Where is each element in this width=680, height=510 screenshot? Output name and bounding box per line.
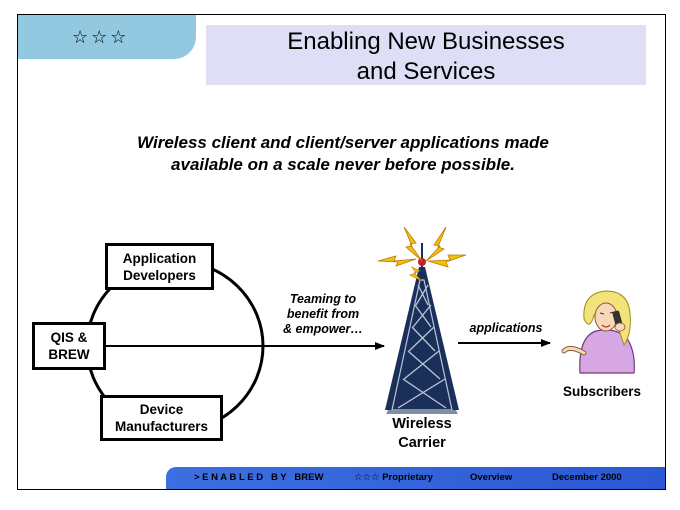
teaming-label: Teaming to benefit from & empower… bbox=[268, 292, 378, 337]
applications-label: applications bbox=[469, 321, 543, 335]
title-line-2: and Services bbox=[356, 58, 496, 85]
footer-overview: Overview bbox=[470, 472, 513, 483]
qis-brew-line-2: BREW bbox=[48, 347, 90, 362]
subtitle-line-1: Wireless client and client/server applic… bbox=[137, 133, 549, 152]
teaming-label-line-1: Teaming to bbox=[289, 292, 357, 306]
title-line-1: Enabling New Businesses bbox=[287, 28, 565, 55]
footer-bar: > E N A B L E D B Y BREW ☆☆☆ Proprietary… bbox=[166, 467, 665, 489]
carrier-label-line-1: Wireless bbox=[392, 416, 452, 432]
header-tab: ☆☆☆ bbox=[18, 15, 196, 59]
title-box: Enabling New Businesses and Services bbox=[206, 25, 646, 85]
application-developers-box: Application Developers bbox=[105, 243, 214, 290]
subscriber-person-icon bbox=[561, 290, 635, 374]
subtitle-line-2: available on a scale never before possib… bbox=[171, 155, 515, 174]
footer-proprietary-text: Proprietary bbox=[382, 472, 433, 483]
footer-date: December 2000 bbox=[552, 472, 622, 483]
header-stars: ☆☆☆ bbox=[72, 27, 130, 48]
ecosystem-diagram bbox=[85, 226, 635, 433]
subscribers-label: Subscribers bbox=[562, 384, 642, 399]
device-manufacturers-line-2: Manufacturers bbox=[114, 419, 209, 434]
teaming-label-line-3: & empower… bbox=[283, 322, 363, 336]
qis-brew-line-1: QIS & bbox=[50, 330, 88, 345]
slide-title: Enabling New Businesses and Services bbox=[206, 27, 646, 87]
app-developers-line-1: Application bbox=[122, 250, 197, 266]
app-developers-line-2: Developers bbox=[123, 267, 196, 283]
device-manufacturers-box: Device Manufacturers bbox=[100, 395, 223, 441]
qis-brew-box: QIS & BREW bbox=[32, 322, 106, 370]
slide-subtitle: Wireless client and client/server applic… bbox=[78, 132, 608, 176]
teaming-label-line-2: benefit from bbox=[286, 307, 360, 321]
slide: ☆☆☆ Enabling New Businesses and Services… bbox=[17, 14, 666, 490]
wireless-carrier-label: Wireless Carrier bbox=[372, 415, 472, 453]
wireless-tower-icon bbox=[377, 226, 467, 414]
footer-stars: ☆☆☆ bbox=[354, 472, 380, 483]
device-manufacturers-line-1: Device bbox=[139, 402, 184, 417]
footer-enabled-by: > E N A B L E D B Y BREW bbox=[194, 472, 324, 483]
footer-proprietary: ☆☆☆ Proprietary bbox=[354, 472, 433, 483]
carrier-label-line-2: Carrier bbox=[398, 435, 446, 451]
